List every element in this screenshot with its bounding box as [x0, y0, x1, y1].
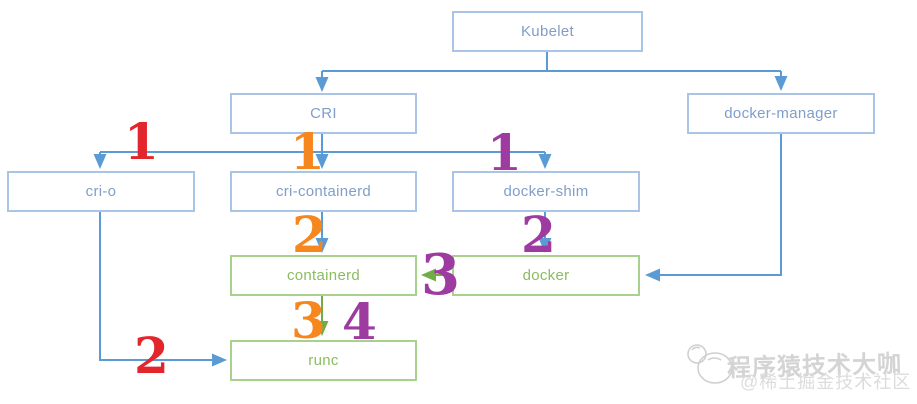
- node-docker-label: docker: [522, 267, 570, 284]
- watermark-text-line2: @稀土掘金技术社区: [740, 372, 912, 392]
- node-runc-label: runc: [308, 352, 339, 369]
- node-docker-shim-label: docker-shim: [503, 183, 589, 200]
- node-cri-label: CRI: [310, 105, 337, 122]
- node-cri-o-label: cri-o: [85, 183, 117, 200]
- node-cri-o: cri-o: [7, 171, 195, 212]
- node-containerd-label: containerd: [286, 267, 361, 284]
- edge-cri-o-to-runc: [99, 211, 227, 367]
- edge-docker-manager-to-docker: [645, 133, 782, 282]
- node-kubelet: Kubelet: [452, 11, 643, 52]
- node-docker-manager: docker-manager: [687, 93, 875, 134]
- node-docker: docker: [452, 255, 640, 296]
- node-containerd: containerd: [230, 255, 417, 296]
- node-runc: runc: [230, 340, 417, 381]
- monkey-logo-icon: [687, 344, 733, 384]
- node-cri: CRI: [230, 93, 417, 134]
- node-cri-containerd-label: cri-containerd: [275, 183, 372, 200]
- node-cri-containerd: cri-containerd: [230, 171, 417, 212]
- node-kubelet-label: Kubelet: [521, 23, 574, 40]
- node-docker-shim: docker-shim: [452, 171, 640, 212]
- node-docker-manager-label: docker-manager: [724, 105, 838, 122]
